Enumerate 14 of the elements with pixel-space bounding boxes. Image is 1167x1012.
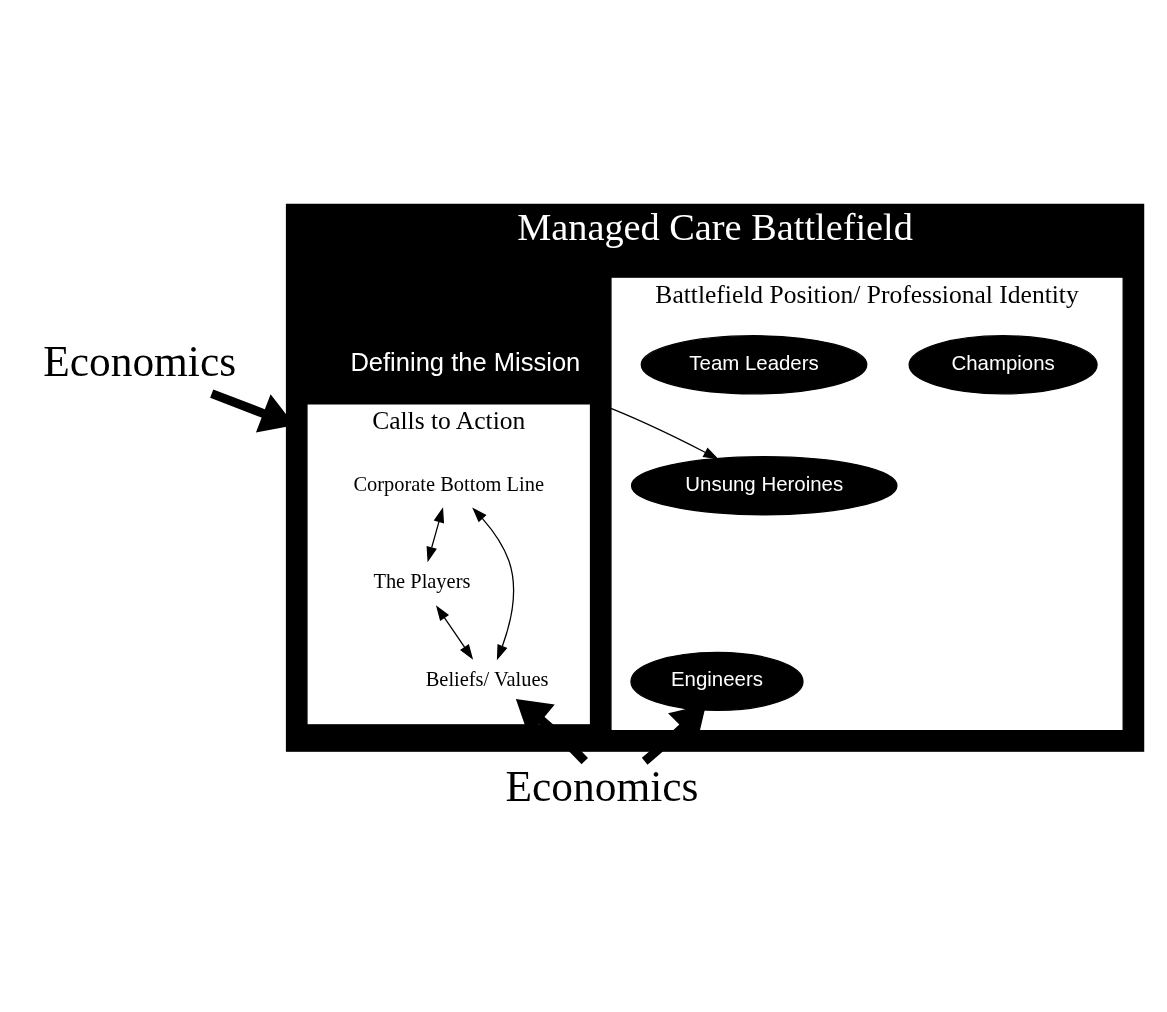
node-text: Beliefs/ Values [425, 667, 549, 690]
arrow [515, 698, 588, 764]
node-ellipse: Engineers [630, 651, 804, 711]
node-text: Economics [505, 761, 699, 810]
node-ellipse: Champions [908, 334, 1098, 394]
node-text: Economics [43, 336, 237, 385]
node-text: Defining the Mission [350, 347, 581, 376]
arrow [472, 506, 515, 660]
node-ellipse: Unsung Heroines [630, 455, 898, 515]
node-text: Corporate Bottom Line [353, 472, 545, 495]
arrow [426, 506, 445, 562]
node-ellipse: Team Leaders [640, 334, 868, 394]
node-text: The Players [373, 569, 471, 592]
arrow [435, 604, 474, 660]
